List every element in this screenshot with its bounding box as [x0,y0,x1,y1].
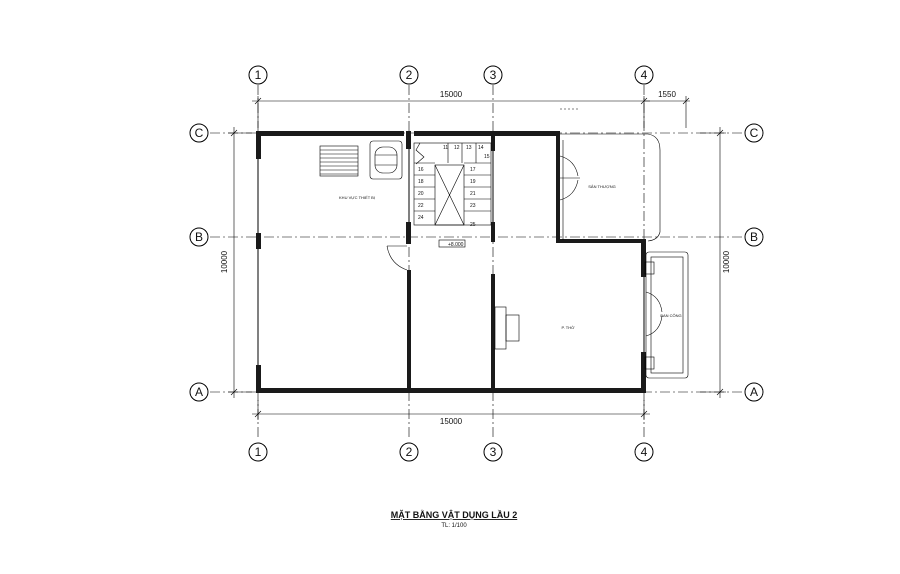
balcony-outline [644,251,689,379]
axis-label-left-a: A [195,385,203,399]
axis-label-right-c: C [750,126,759,140]
drawing-title: MẶT BẰNG VẬT DỤNG LẦU 2 [391,509,518,520]
stair-step-24: 24 [418,215,424,221]
room-label-work-area: KHU VỰC THIẾT BỊ [339,195,375,200]
study-desk [494,306,520,350]
dim-right-height: 10000 [722,250,731,273]
stair-step-14: 14 [478,145,484,151]
doors [386,155,663,337]
axis-label-bottom-3: 3 [490,445,497,459]
stair-step-21: 21 [470,191,476,197]
drawing-scale: TL: 1/100 [441,523,467,529]
axis-label-top-3: 3 [490,68,497,82]
grid-lines [210,85,745,440]
axis-label-right-b: B [750,230,758,244]
axis-label-top-1: 1 [255,68,262,82]
stair-step-20: 20 [418,191,424,197]
stair-step-22: 22 [418,203,424,209]
axis-label-bottom-1: 1 [255,445,262,459]
dimension-lines [228,96,726,420]
axis-label-right-a: A [750,385,758,399]
axis-label-left-c: C [195,126,204,140]
axis-label-bottom-2: 2 [406,445,413,459]
dim-left-height: 10000 [220,250,229,273]
room-label-roof-garden: SÂN THƯỢNG [588,184,615,189]
room-label-study: P. THỜ [561,325,575,330]
stair-step-12: 12 [454,145,460,151]
stair-step-15: 15 [484,154,490,160]
stair-step-numbers: 11 12 13 14 15 16 17 18 19 20 21 22 23 2… [418,145,490,228]
axis-label-top-4: 4 [641,68,648,82]
stair-step-16: 16 [418,167,424,173]
stair-step-18: 18 [418,179,424,185]
dim-top-overall: 15000 [440,90,463,99]
stair-step-19: 19 [470,179,476,185]
stair-step-17: 17 [470,167,476,173]
room-label-balcony: BAN CÔNG [660,313,681,318]
equipment-furniture [319,140,403,180]
staircase [413,142,492,226]
level-marker-box [438,239,466,248]
stair-step-23: 23 [470,203,476,209]
dim-bottom-overall: 15000 [440,417,463,426]
axis-label-top-2: 2 [406,68,413,82]
walls [256,131,646,393]
dim-top-extra: 1550 [658,90,676,99]
stair-step-25: 25 [470,222,476,228]
axis-bubbles [189,65,764,462]
level-marker: +8.000 [448,242,464,248]
axis-label-bottom-4: 4 [641,445,648,459]
axis-label-left-b: B [195,230,203,244]
stair-step-13: 13 [466,145,472,151]
stair-step-11: 11 [443,145,448,151]
